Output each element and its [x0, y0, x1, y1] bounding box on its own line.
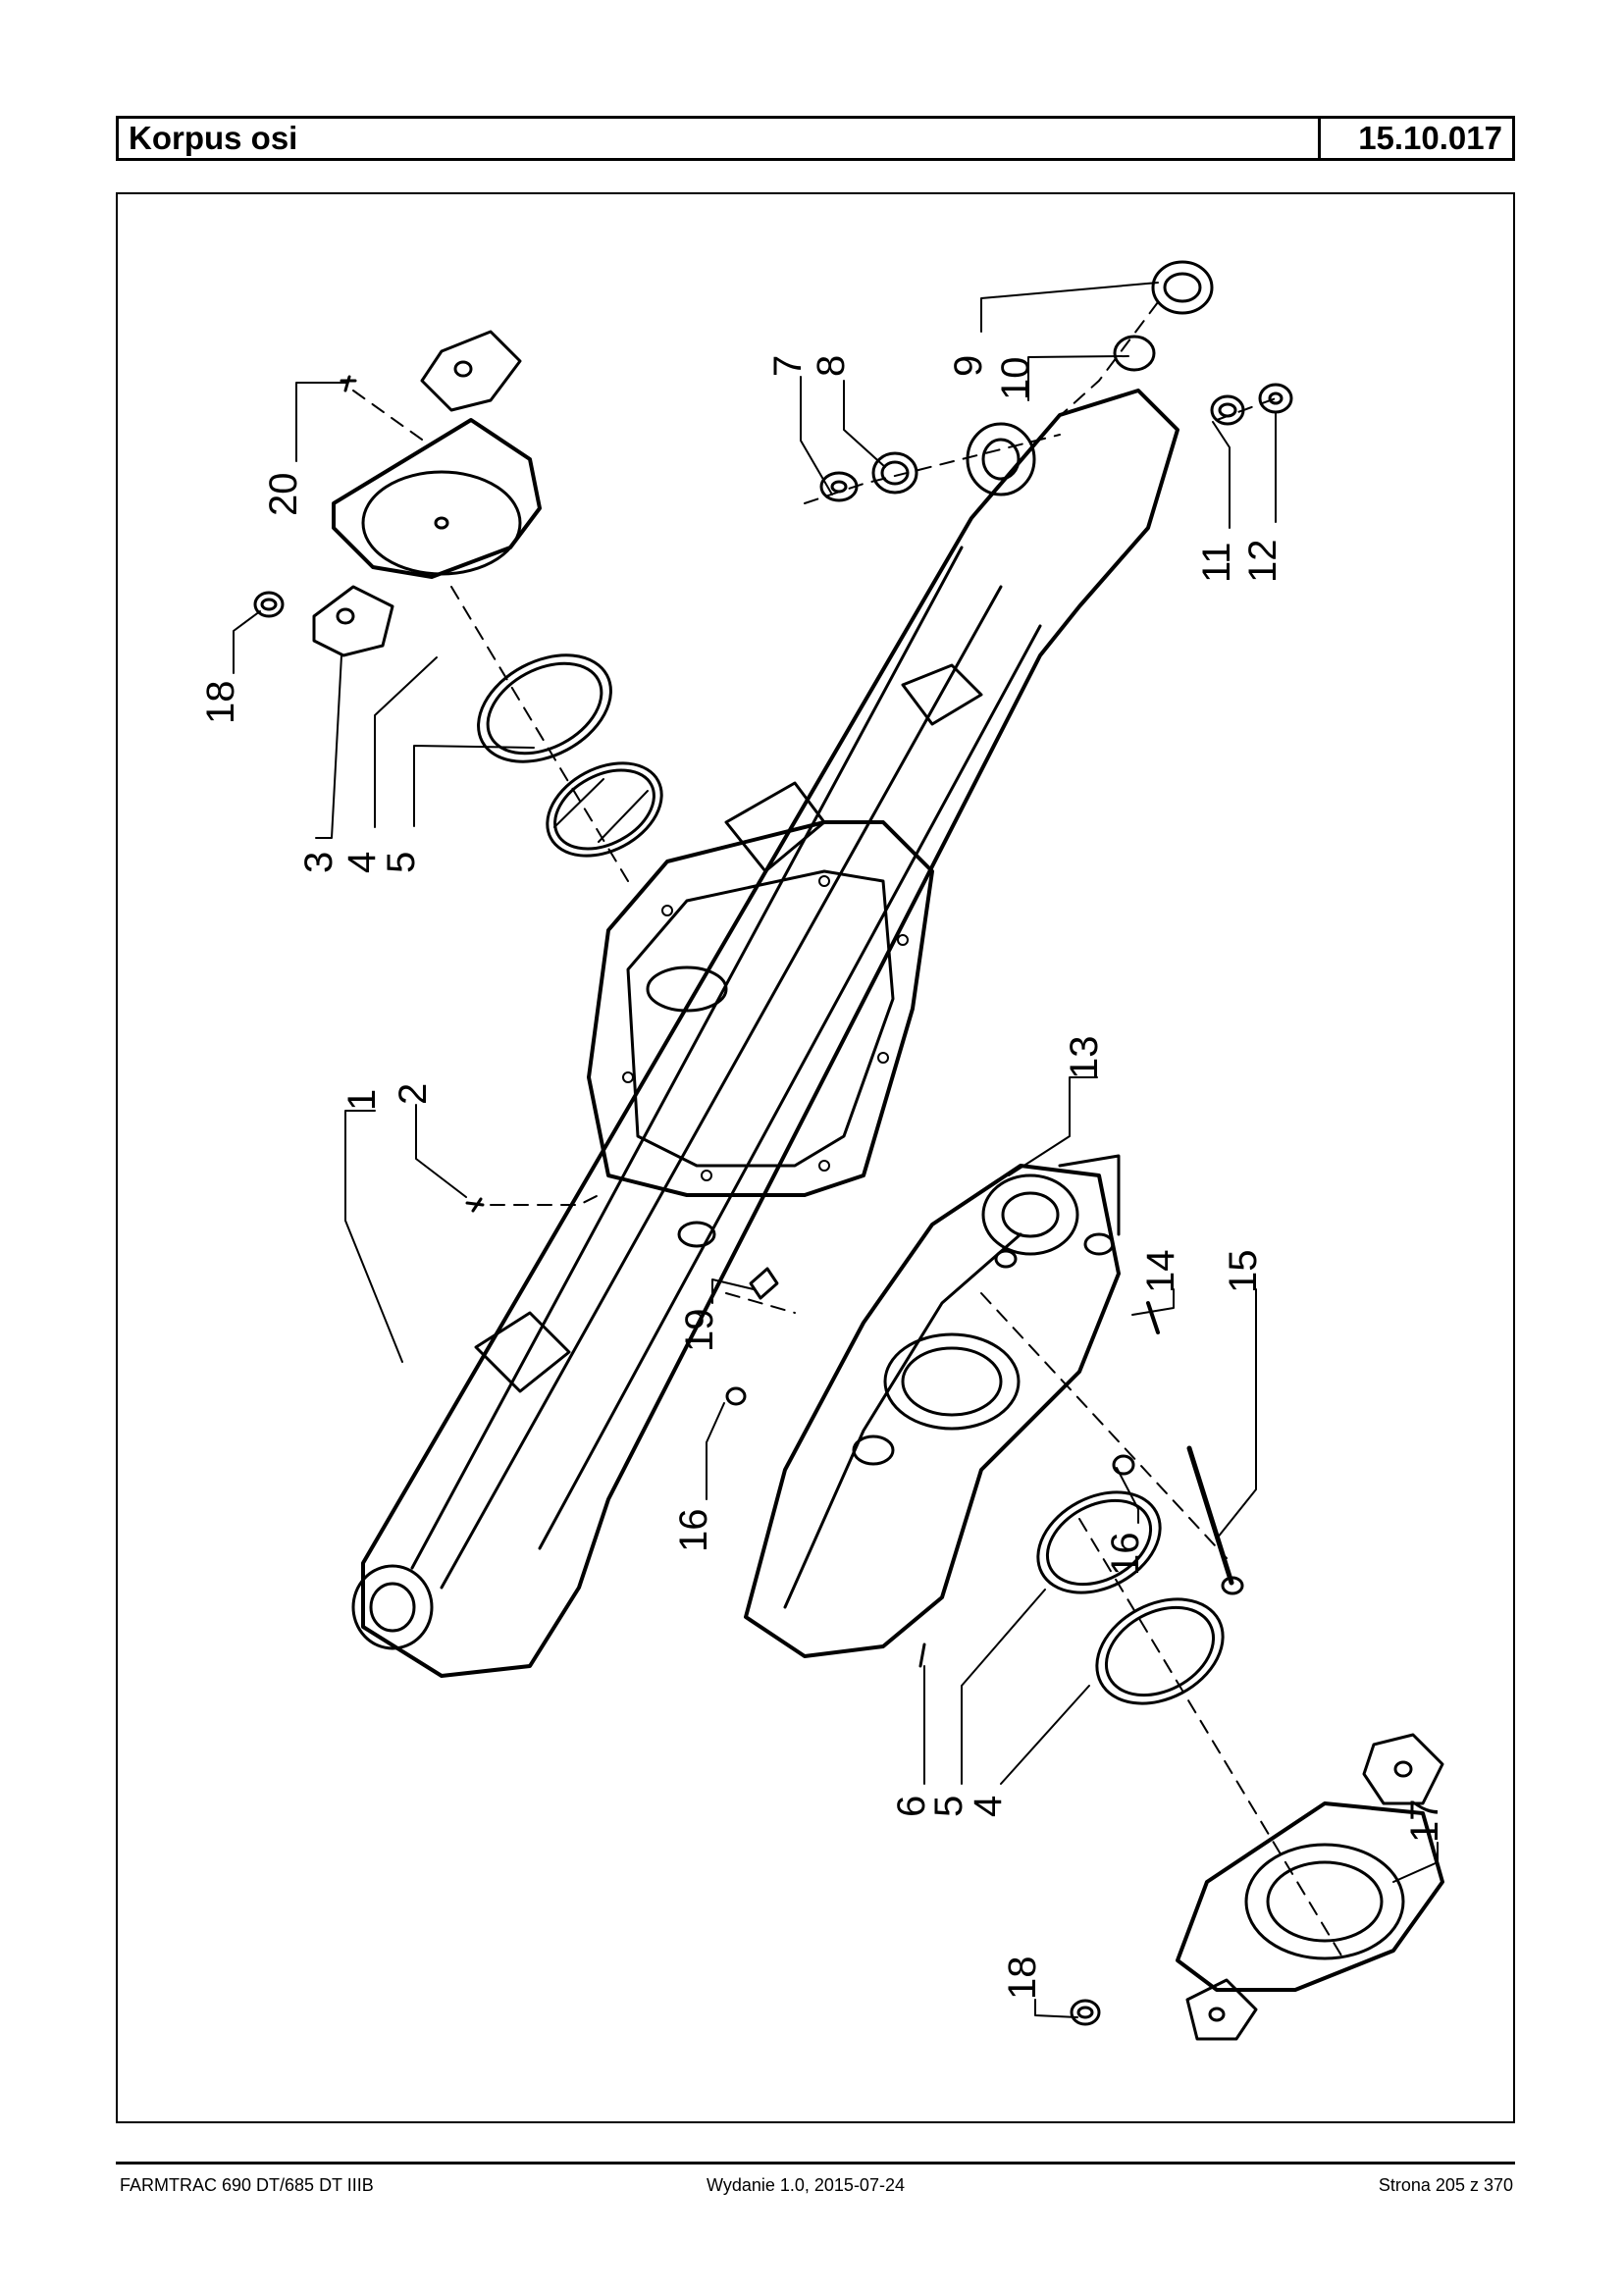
callout-4-lower: 4 [967, 1796, 1010, 1817]
callout-18-lower: 18 [1001, 1956, 1044, 2001]
callout-5-lower: 5 [927, 1796, 970, 1817]
callout-3: 3 [297, 852, 341, 873]
callout-15: 15 [1222, 1250, 1265, 1294]
callout-19: 19 [678, 1309, 721, 1353]
callout-14: 14 [1139, 1250, 1182, 1294]
footer-page-number: Strona 205 z 370 [1378, 2175, 1513, 2195]
callout-16-left: 16 [672, 1509, 715, 1553]
callout-16-right: 16 [1104, 1533, 1147, 1577]
exploded-view-drawing: 1 2 3 4 5 18 20 7 8 9 10 11 12 13 14 15 … [116, 192, 1515, 2123]
right-flange [1176, 1733, 1444, 2041]
callout-18-upper: 18 [199, 681, 242, 725]
callout-9: 9 [947, 355, 990, 377]
callout-2: 2 [392, 1083, 435, 1105]
callout-8: 8 [810, 355, 853, 377]
callout-5: 5 [380, 852, 423, 873]
callout-12: 12 [1241, 540, 1284, 584]
callout-20: 20 [262, 473, 305, 517]
callout-11: 11 [1195, 542, 1238, 583]
callout-10: 10 [994, 357, 1037, 401]
callout-13: 13 [1063, 1036, 1106, 1080]
callout-7: 7 [766, 355, 810, 377]
page-title: Korpus osi [119, 119, 1321, 158]
axle-beam [351, 389, 1179, 1678]
callout-1: 1 [341, 1089, 384, 1111]
footer-edition: Wydanie 1.0, 2015-07-24 [707, 2175, 905, 2195]
axle-housing-diagram: 1 2 3 4 5 18 20 7 8 9 10 11 12 13 14 15 … [199, 260, 1446, 2041]
callout-4: 4 [341, 852, 384, 873]
page-header: Korpus osi 15.10.017 [116, 116, 1515, 161]
section-code: 15.10.017 [1358, 120, 1502, 156]
final-drive-housing [744, 1154, 1121, 1658]
footer-model: FARMTRAC 690 DT/685 DT IIIB [120, 2175, 374, 2195]
left-flange [312, 330, 542, 657]
callout-17: 17 [1403, 1799, 1446, 1844]
footer-divider [116, 2162, 1515, 2165]
callout-6: 6 [890, 1796, 933, 1817]
